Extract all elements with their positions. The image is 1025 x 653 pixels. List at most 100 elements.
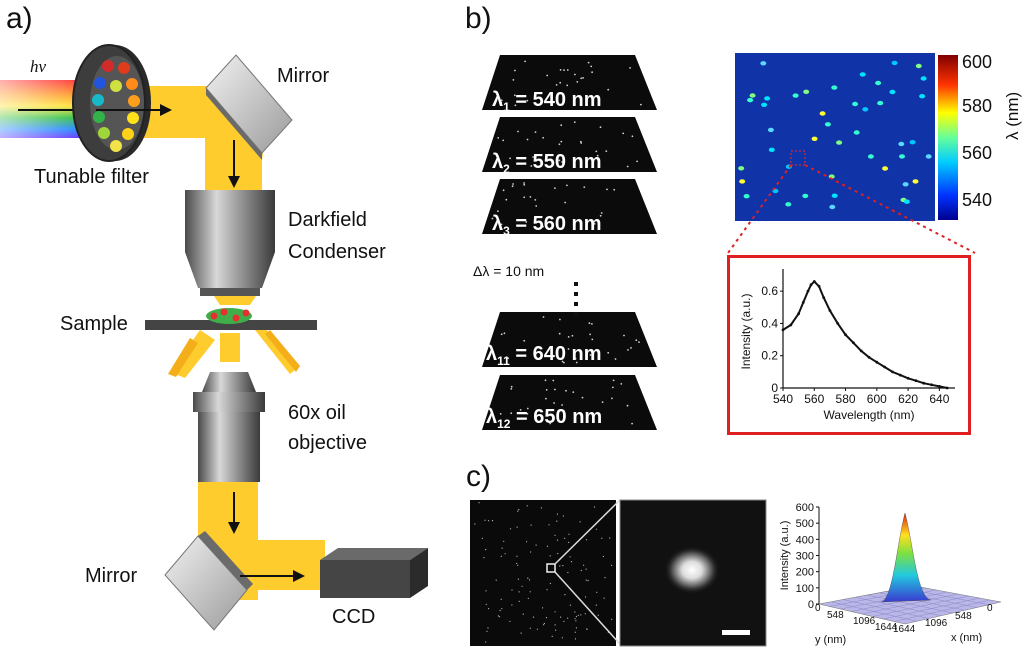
x-tick-label: 600 (867, 392, 887, 406)
y-axis-label: y (nm) (815, 634, 846, 646)
particle-spot (903, 199, 910, 204)
particle-spot (882, 166, 889, 171)
filter-dot (94, 77, 106, 89)
particle-spot (899, 154, 905, 159)
particle-spot (889, 89, 896, 95)
spectrum-series-line (782, 280, 948, 389)
x-tick-label: 560 (804, 392, 824, 406)
spectrum-point (906, 376, 910, 380)
particle-spot (898, 141, 905, 147)
y-tick-label: 1096 (853, 616, 876, 627)
panel-a-label: a) (6, 2, 33, 35)
x-tick-label: 1644 (893, 624, 916, 635)
filter-dot (93, 111, 105, 123)
z-tick-label: 0 (808, 599, 814, 611)
spectrum-point (859, 349, 863, 353)
particle-spot (867, 154, 874, 159)
surface-floor (818, 585, 1002, 625)
particle-spot (760, 61, 767, 66)
particle-spot (739, 179, 746, 184)
filter-dot (110, 80, 122, 92)
particle-spot (738, 166, 745, 171)
filter-dot (102, 60, 114, 72)
stack-layer-image (482, 312, 657, 367)
filter-dot (126, 78, 138, 90)
x-axis-label: Wavelength (nm) (824, 408, 915, 422)
particle-spot (768, 147, 775, 152)
particle-spot (859, 72, 866, 77)
x-tick-label: 640 (929, 392, 949, 406)
colorbar-tick-600: 600 (962, 52, 993, 72)
particle-spot (811, 136, 818, 141)
spectrum-point (945, 386, 949, 390)
spectrum-point (781, 328, 785, 332)
spectrum-point (852, 341, 855, 345)
particle-spot (747, 97, 754, 103)
x-tick-label: 540 (773, 392, 793, 406)
stack-layer-3-label: λ3 = 560 nm (492, 213, 602, 238)
spectrum-point (867, 355, 871, 359)
particle-spot (875, 80, 882, 86)
particle-spot (909, 140, 916, 145)
particle-spot (785, 202, 792, 207)
x-tick-label: 548 (955, 611, 972, 622)
particle-spot (862, 107, 869, 112)
oil-objective-icon (193, 372, 265, 482)
spectrum-point (797, 312, 800, 316)
spectrum-point (836, 322, 840, 325)
particle-spot (920, 76, 927, 81)
particle-spot (831, 193, 838, 198)
stack-layer-2-label: λ2 = 550 nm (492, 151, 602, 176)
z-tick-label: 400 (796, 534, 814, 546)
spectrum-point (844, 333, 847, 337)
colorbar-tick-540: 540 (962, 190, 993, 210)
top-mirror-label: Mirror (277, 65, 330, 87)
stack-layer-image (482, 375, 657, 430)
filter-dot (110, 140, 122, 152)
darkfield-condenser-icon (185, 190, 275, 296)
particle-spot (761, 102, 768, 107)
filter-dot (127, 112, 139, 124)
spectrum-point (930, 383, 933, 387)
x-tick-label: 1096 (925, 618, 948, 629)
filter-dot (128, 95, 140, 107)
z-axis-label: Intensity (a.u.) (779, 521, 791, 591)
wavelength-colorbar (938, 55, 958, 220)
spectrum-point (817, 284, 821, 288)
y-tick-label: 0.4 (761, 316, 778, 330)
filter-dot (98, 127, 110, 139)
objective-label-line2: objective (288, 432, 367, 454)
wide-field-image (470, 500, 616, 646)
z-tick-label: 200 (796, 567, 814, 579)
wavelength-image-stack (482, 55, 657, 430)
objective-label-line1: 60x oil (288, 402, 346, 424)
sample-slide (145, 308, 317, 330)
particle-spot (912, 179, 919, 184)
particle-spot (877, 100, 884, 106)
particle-spot (792, 93, 799, 98)
spectrum-point (789, 323, 793, 327)
stack-layer-image (482, 179, 657, 234)
y-tick-label: 548 (827, 610, 844, 621)
particle-spot (802, 193, 809, 199)
filter-color-dots (92, 60, 140, 152)
colorbar-tick-580: 580 (962, 96, 993, 116)
top-mirror-icon (205, 54, 293, 160)
y-tick-label: 0 (815, 603, 821, 614)
z-tick-label: 100 (796, 583, 814, 595)
x-tick-label: 580 (836, 392, 856, 406)
colorbar-tick-560: 560 (962, 143, 993, 163)
particle-spot (749, 93, 756, 98)
stack-layer-11-label: λ11 = 640 nm (486, 343, 602, 368)
spectrum-point (938, 385, 941, 388)
spectrum-point (898, 373, 902, 377)
zoom-box (546, 563, 556, 573)
light-symbol: hν (30, 57, 47, 76)
spectrum-point (883, 365, 886, 369)
ccd-camera-icon (320, 548, 428, 598)
stack-layer-1-label: λ1 = 540 nm (492, 89, 602, 114)
spectrum-chart-frame (727, 255, 971, 435)
filter-dot (92, 94, 104, 106)
